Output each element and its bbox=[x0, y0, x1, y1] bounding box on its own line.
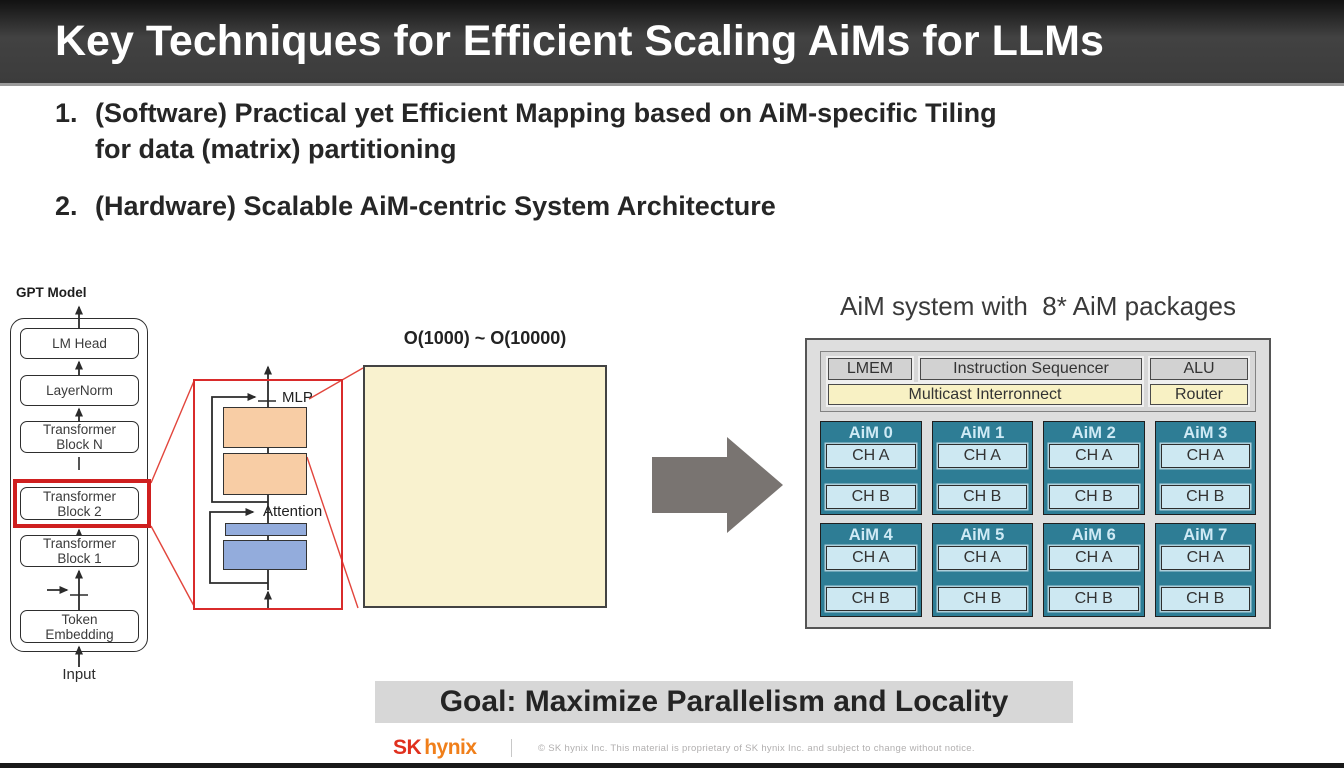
attention-label: Attention bbox=[263, 503, 323, 520]
channel-b-box: CH B bbox=[1160, 485, 1250, 509]
channel-a-box: CH A bbox=[1049, 444, 1139, 468]
point-2: 2. (Hardware) Scalable AiM-centric Syste… bbox=[55, 188, 1310, 224]
gpt-block-layernorm: LayerNorm bbox=[20, 375, 139, 406]
point-2-text: (Hardware) Scalable AiM-centric System A… bbox=[95, 191, 776, 221]
aim-package-6: AiM 6 CH A CH B bbox=[1043, 523, 1145, 617]
multicast-interconnect-box: Multicast Interronnect bbox=[828, 384, 1142, 405]
aim-package-name: AiM 2 bbox=[1071, 424, 1116, 442]
goal-banner: Goal: Maximize Parallelism and Locality bbox=[375, 681, 1073, 723]
gpt-block-transformer-2: Transformer Block 2 bbox=[20, 487, 139, 520]
alu-box: ALU bbox=[1150, 358, 1248, 380]
aim-package-name: AiM 4 bbox=[848, 526, 893, 544]
key-points-list: 1. (Software) Practical yet Efficient Ma… bbox=[55, 95, 1310, 245]
channel-b-box: CH B bbox=[826, 485, 916, 509]
instruction-sequencer-box: Instruction Sequencer bbox=[920, 358, 1142, 380]
channel-b-box: CH B bbox=[937, 485, 1027, 509]
aim-package-grid: AiM 0 CH A CH B AiM 1 CH A CH B AiM 2 CH… bbox=[820, 421, 1256, 617]
aim-package-7: AiM 7 CH A CH B bbox=[1154, 523, 1256, 617]
title-bar: Key Techniques for Efficient Scaling AiM… bbox=[0, 0, 1344, 86]
copyright-text: © SK hynix Inc. This material is proprie… bbox=[538, 742, 975, 754]
lmem-box: LMEM bbox=[828, 358, 912, 380]
mlp-label: MLP bbox=[282, 389, 313, 406]
matrix-size-label: O(1000) ~ O(10000) bbox=[403, 328, 567, 348]
weight-matrix-square bbox=[363, 365, 607, 608]
aim-package-name: AiM 5 bbox=[960, 526, 1005, 544]
attention-block-thin bbox=[225, 523, 307, 536]
aim-package-3: AiM 3 CH A CH B bbox=[1154, 421, 1256, 515]
gpt-model-label: GPT Model bbox=[16, 285, 87, 300]
aim-package-name: AiM 6 bbox=[1071, 526, 1116, 544]
big-right-arrow bbox=[652, 437, 783, 533]
aim-package-0: AiM 0 CH A CH B bbox=[820, 421, 922, 515]
channel-a-box: CH A bbox=[937, 546, 1027, 570]
channel-a-box: CH A bbox=[937, 444, 1027, 468]
channel-b-box: CH B bbox=[937, 587, 1027, 611]
mlp-block-1 bbox=[223, 407, 307, 448]
channel-b-box: CH B bbox=[1160, 587, 1250, 611]
gpt-block-transformer-n: Transformer Block N bbox=[20, 421, 139, 453]
point-1-number: 1. bbox=[55, 98, 78, 128]
aim-package-name: AiM 0 bbox=[848, 424, 893, 442]
point-1-line-2: for data (matrix) partitioning bbox=[95, 134, 457, 164]
slide-title: Key Techniques for Efficient Scaling AiM… bbox=[55, 17, 1104, 65]
point-1: 1. (Software) Practical yet Efficient Ma… bbox=[55, 95, 1310, 167]
point-2-number: 2. bbox=[55, 191, 78, 221]
gpt-block-transformer-1: Transformer Block 1 bbox=[20, 535, 139, 567]
aim-controller-block: LMEM Instruction Sequencer ALU Multicast… bbox=[820, 351, 1256, 412]
sk-hynix-logo: SK hynix bbox=[393, 736, 477, 760]
gpt-block-lm-head: LM Head bbox=[20, 328, 139, 359]
aim-package-2: AiM 2 CH A CH B bbox=[1043, 421, 1145, 515]
footer-divider bbox=[510, 739, 513, 757]
channel-a-box: CH A bbox=[826, 444, 916, 468]
aim-package-name: AiM 3 bbox=[1183, 424, 1228, 442]
mlp-block-2 bbox=[223, 453, 307, 495]
aim-system-title: AiM system with 8* AiM packages bbox=[840, 291, 1236, 321]
channel-b-box: CH B bbox=[826, 587, 916, 611]
aim-package-4: AiM 4 CH A CH B bbox=[820, 523, 922, 617]
gpt-block-token-embedding: Token Embedding bbox=[20, 610, 139, 643]
attention-block-thick bbox=[223, 540, 307, 570]
transformer-block-2-highlight bbox=[13, 479, 151, 528]
logo-sk-text: SK bbox=[393, 736, 422, 759]
aim-package-name: AiM 1 bbox=[960, 424, 1005, 442]
footer: SK hynix © SK hynix Inc. This material i… bbox=[393, 736, 975, 760]
bottom-edge-strip bbox=[0, 763, 1344, 768]
channel-a-box: CH A bbox=[1049, 546, 1139, 570]
point-1-line-1: (Software) Practical yet Efficient Mappi… bbox=[95, 98, 997, 128]
channel-a-box: CH A bbox=[1160, 444, 1250, 468]
channel-a-box: CH A bbox=[826, 546, 916, 570]
aim-system-board: LMEM Instruction Sequencer ALU Multicast… bbox=[805, 338, 1271, 629]
input-label: Input bbox=[62, 666, 96, 683]
channel-a-box: CH A bbox=[1160, 546, 1250, 570]
router-box: Router bbox=[1150, 384, 1248, 405]
aim-package-name: AiM 7 bbox=[1183, 526, 1228, 544]
channel-b-box: CH B bbox=[1049, 485, 1139, 509]
channel-b-box: CH B bbox=[1049, 587, 1139, 611]
point-1-text: (Software) Practical yet Efficient Mappi… bbox=[95, 95, 997, 167]
aim-package-5: AiM 5 CH A CH B bbox=[931, 523, 1033, 617]
logo-hynix-text: hynix bbox=[424, 736, 477, 759]
aim-package-1: AiM 1 CH A CH B bbox=[931, 421, 1033, 515]
